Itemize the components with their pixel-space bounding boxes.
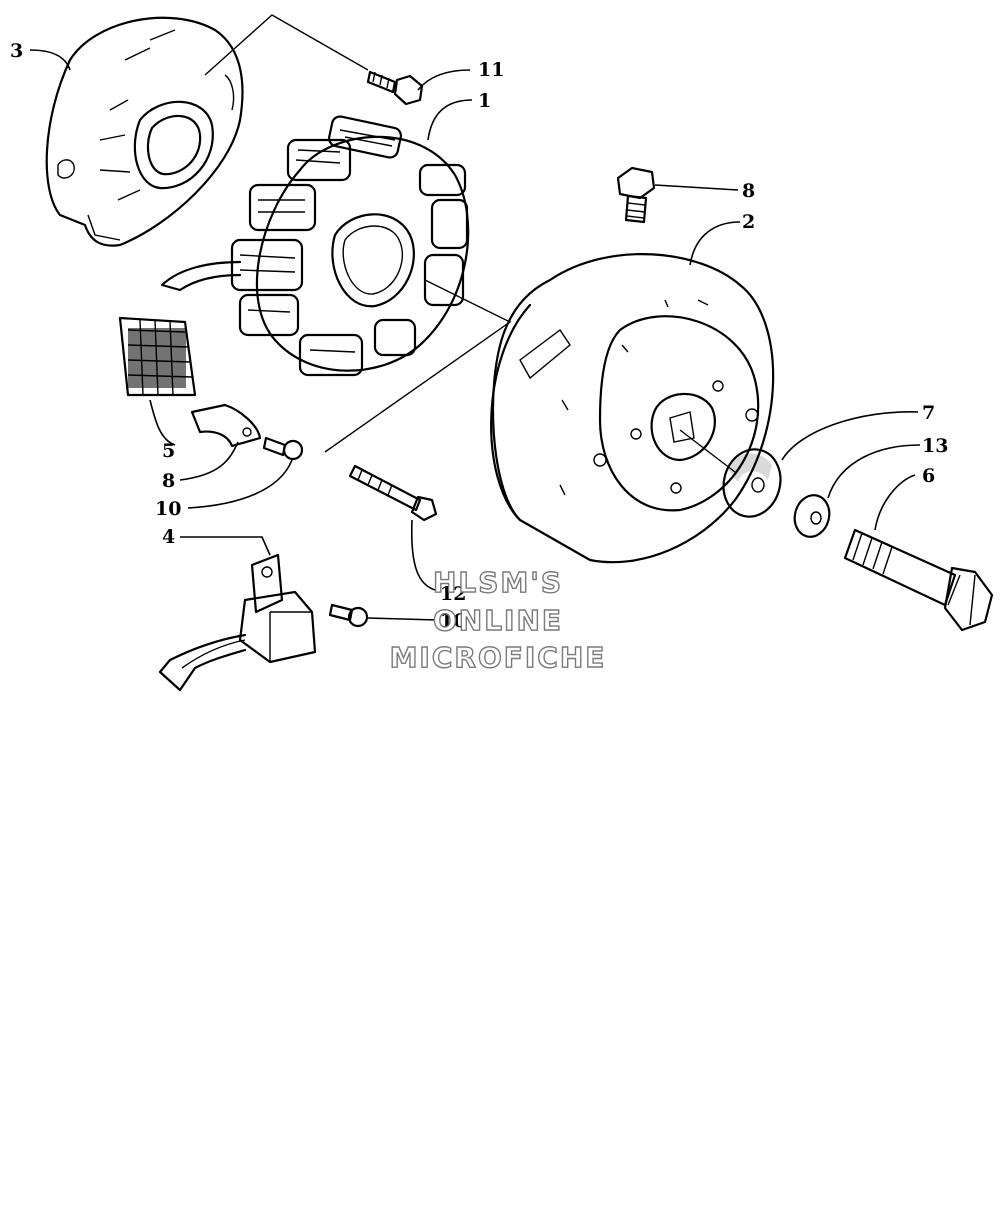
callout-1: 1: [478, 90, 491, 112]
callout-2: 2: [742, 211, 755, 233]
washer-7: [722, 448, 782, 518]
screw-upper: [262, 436, 304, 461]
callout-7: 7: [922, 402, 935, 424]
callout-8-right: 8: [742, 180, 755, 202]
callout-4: 4: [162, 526, 175, 548]
stator-assembly: [160, 115, 470, 377]
pickup-coil: [158, 553, 317, 692]
callout-13: 13: [922, 435, 948, 457]
callout-8-left: 8: [162, 470, 175, 492]
assembly-lines: [204, 14, 736, 473]
callout-11: 11: [478, 59, 504, 81]
stator-housing-plate: [45, 16, 244, 247]
callout-6: 6: [922, 465, 935, 487]
hex-bolt-11: [366, 70, 424, 106]
callout-10-upper: 10: [155, 498, 181, 520]
watermark-line-1: HLSM'S: [433, 566, 563, 599]
callout-10-lower: 10: [440, 610, 466, 632]
hex-bolt-8: [616, 166, 656, 224]
watermark: HLSM'S ONLINE MICROFICHE: [389, 565, 607, 674]
watermark-line-2: ONLINE: [433, 604, 563, 637]
callout-leaders: [29, 49, 921, 621]
screw-lower: [328, 603, 369, 628]
flywheel-bolt-6: [843, 528, 994, 632]
callout-5: 5: [162, 440, 175, 462]
lock-washer-13: [793, 494, 831, 538]
wire-clamp: [190, 403, 262, 448]
callout-3: 3: [10, 40, 23, 62]
watermark-line-3: MICROFICHE: [390, 641, 607, 674]
flywheel: [490, 253, 775, 564]
callout-labels: 3 11 1 8 2 7 13 6 5 8 10 4 12 10: [10, 40, 948, 632]
regulator-module: [118, 316, 197, 397]
long-screw-12: [348, 464, 438, 522]
callout-12: 12: [440, 583, 466, 605]
